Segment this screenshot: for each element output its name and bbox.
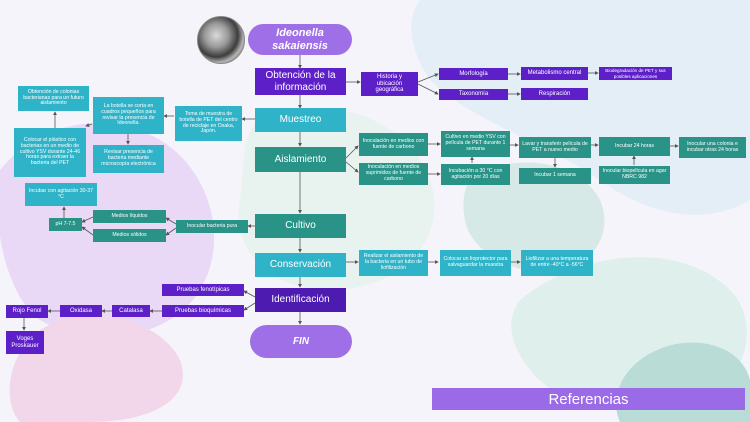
node-taxonomia: Taxonomía — [439, 89, 508, 100]
step-aislamiento: Aislamiento — [255, 147, 346, 172]
node-biodegradacion: Biodegradación de PET y sus posibles apl… — [599, 67, 672, 80]
node-rojo-fenol: Rojo Fenol — [6, 305, 48, 318]
node-inocular-bacteria: Inocular bacteria pura — [176, 220, 248, 233]
node-catalasa: Catalasa — [112, 305, 150, 317]
bacteria-photo — [197, 16, 245, 64]
step-identificacion: Identificación — [255, 288, 346, 312]
node-inoculacion-carbono: Inoculación en medios con fuente de carb… — [359, 133, 428, 156]
node-medios-liquidos: Medios líquidos — [93, 210, 166, 223]
node-historia: Historia y ubicación geográfica — [361, 72, 418, 96]
node-lavar-transferir: Lavar y transferir película de PET a nue… — [519, 137, 591, 158]
node-cultivo-ysv: Cultivo en medio YSV con película de PET… — [441, 131, 510, 157]
node-obtencion-colonias: Obtención de colonias bacterianas para u… — [18, 86, 89, 111]
node-incubar-24: Incubar 24 horas — [599, 137, 670, 156]
node-cuadros: La botella se corta en cuadros pequeños … — [93, 97, 164, 134]
fin-pill: FIN — [250, 325, 352, 358]
title-pill: Ideonella sakaiensis — [248, 24, 352, 55]
node-inocular-biopelicula: Inocular biopelícula en agar NBRC 982 — [599, 166, 670, 184]
node-liofilizar: Liofilizar a una temperatura de entre -4… — [521, 250, 593, 276]
node-inocular-colonia: Inocular una colonia e incubar otras 24 … — [679, 137, 746, 158]
node-revisar-presencia: Revisar presencia de bacteria mediante m… — [93, 145, 164, 173]
node-colocar-lioprotector: Colocar un lioprotector para salvaguarda… — [440, 250, 511, 276]
node-colocar-plastico: Colocar el plástico con bacterias en un … — [14, 128, 86, 177]
step-cultivo: Cultivo — [255, 214, 346, 238]
node-pruebas-fenotipicas: Pruebas fenotípicas — [162, 284, 244, 296]
node-voges-proskauer: Voges Proskauer — [6, 331, 44, 354]
node-incubar-semana: Incubar 1 semana — [519, 168, 591, 184]
node-inoculacion-suprimidos: Inoculación en medios suprimidos de fuen… — [359, 163, 428, 185]
node-incubar-agitacion: Incubar con agitación 30-37 °C — [25, 183, 97, 206]
node-respiracion: Respiración — [521, 88, 588, 100]
node-medios-solidos: Medios sólidos — [93, 229, 166, 242]
node-incubacion-30: Incubación a 30 °C con agitación por 20 … — [441, 164, 510, 185]
node-ph: pH 7-7.5 — [49, 218, 82, 231]
node-morfologia: Morfología — [439, 68, 508, 80]
step-obtencion: Obtención de la información — [255, 68, 346, 95]
node-metabolismo: Metabolismo central — [521, 67, 588, 80]
step-muestreo: Muestreo — [255, 108, 346, 132]
referencias-button[interactable]: Referencias — [432, 388, 745, 410]
step-conservacion: Conservación — [255, 253, 346, 277]
node-realizar-aislamiento: Realizar el aislamiento de la bacteria e… — [359, 250, 428, 276]
node-oxidasa: Oxidasa — [60, 305, 102, 317]
node-pruebas-bioquimicas: Pruebas bioquímicas — [162, 305, 244, 317]
node-toma-muestra: Toma de muestra de botella de PET del ce… — [175, 106, 242, 141]
